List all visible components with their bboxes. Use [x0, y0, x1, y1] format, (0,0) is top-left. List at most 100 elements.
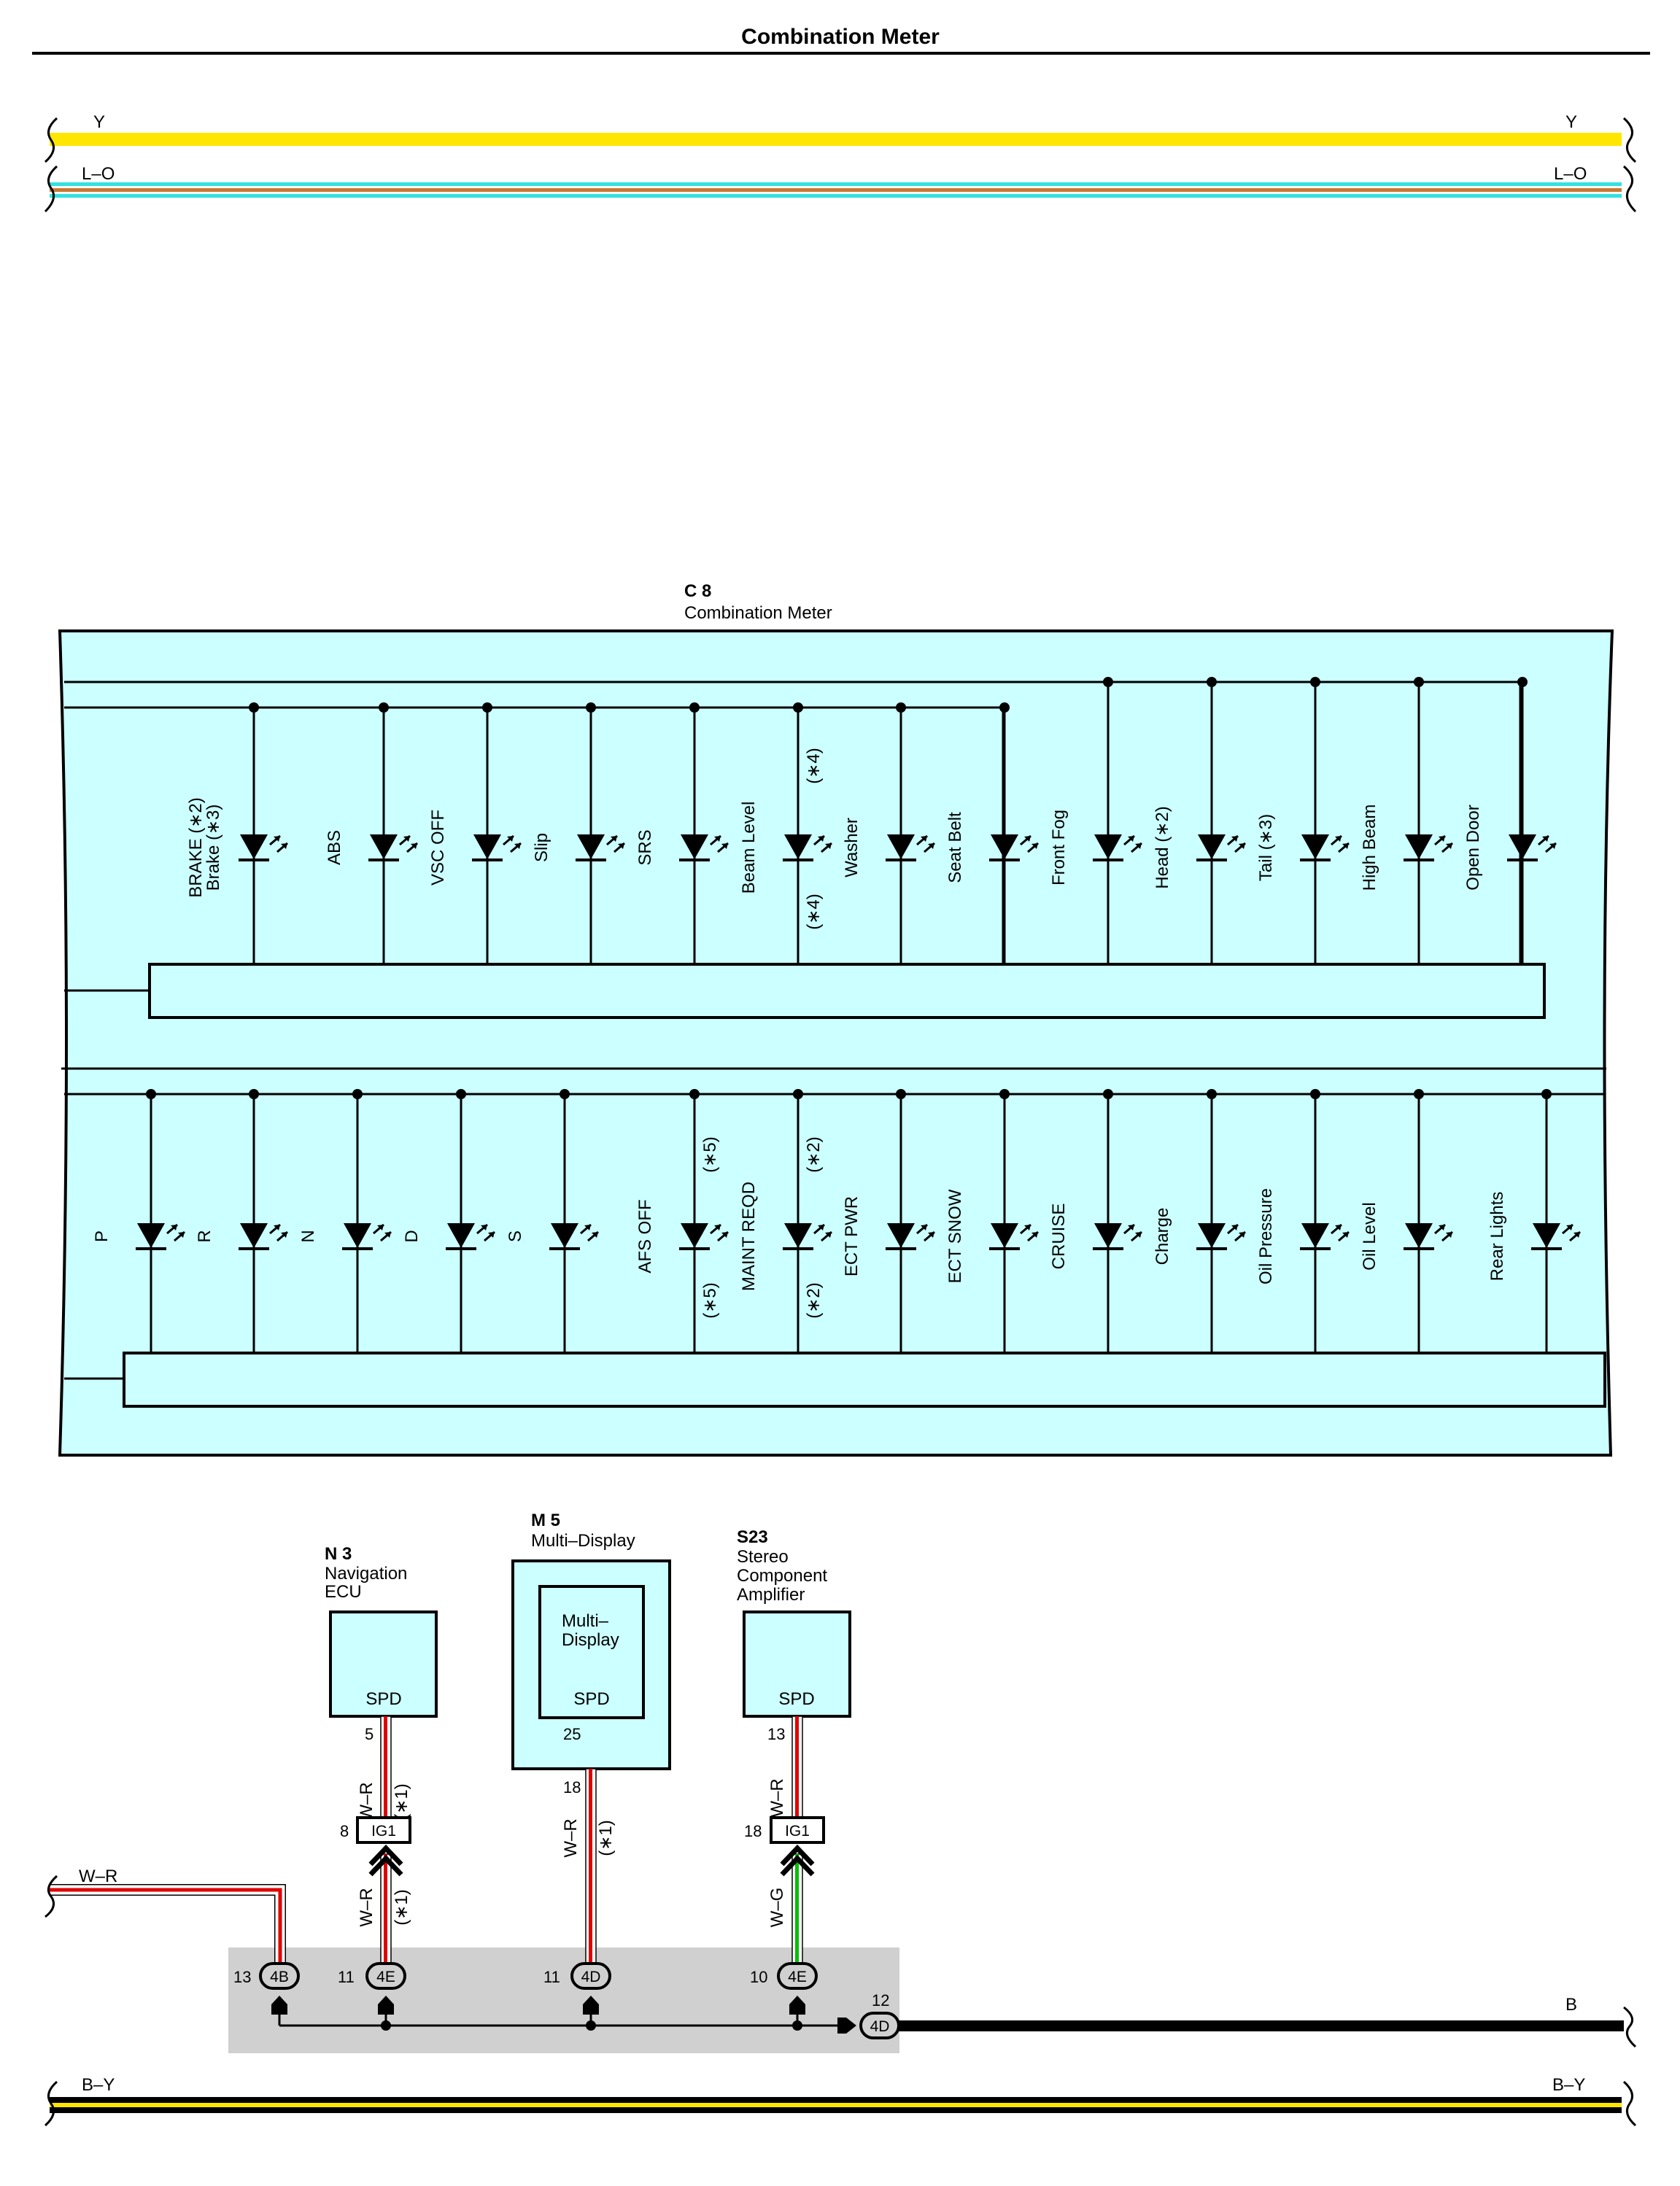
md-inner-2: Display — [562, 1630, 619, 1650]
stereo-name-3: Amplifier — [737, 1585, 805, 1605]
nav-wire-note-lower: (∗1) — [392, 1889, 411, 1925]
stereo-name-2: Component — [737, 1566, 827, 1586]
nav-pin-label: SPD — [365, 1689, 401, 1709]
indicator-label: R — [195, 1230, 214, 1242]
junction-dots — [381, 2020, 802, 2031]
md-name: Multi–Display — [531, 1531, 635, 1551]
indicator-head-2: Head (∗2) — [1153, 677, 1246, 964]
indicator-srs: SRS — [635, 702, 729, 964]
light-emission-icon — [813, 834, 832, 853]
light-emission-icon — [916, 1223, 935, 1242]
indicator-d: D — [402, 1089, 495, 1353]
junction-4b-13: 4B 13 — [233, 1962, 300, 2015]
indicator-r: R — [195, 1089, 288, 1353]
meter-panel — [58, 629, 1614, 1457]
indicator-ect-snow: ECT SNOW — [945, 1089, 1039, 1353]
indicator-note: (∗2) — [804, 1282, 824, 1318]
md-inner-1: Multi– — [562, 1611, 609, 1631]
indicator-label: Slip — [532, 833, 551, 862]
row2-wiring — [64, 1093, 1605, 1380]
indicator-note: (∗5) — [700, 1136, 720, 1172]
indicator-abs: ABS — [325, 702, 418, 964]
indicator-n: N — [298, 1089, 392, 1353]
svg-text:10: 10 — [750, 1968, 767, 1986]
indicator-afs-off: AFS OFF (∗5) (∗5) — [635, 1089, 729, 1353]
ig1-connector-right: IG1 18 — [744, 1816, 825, 1877]
indicator-label: Seat Belt — [945, 812, 965, 883]
row1-indicators: BRAKE (∗2)Brake (∗3) ABS VSC OFF Slip SRS Bea… — [186, 677, 1557, 964]
junction-4d-11: 4D 11 — [543, 1962, 611, 2015]
wire-label-by-left: B–Y — [82, 2075, 115, 2095]
indicator-seat-belt: Seat Belt — [945, 702, 1039, 964]
indicator-tail-3: Tail (∗3) — [1256, 677, 1350, 964]
light-emission-icon — [373, 1223, 392, 1242]
ig1-connector-left: IG1 8 — [340, 1816, 411, 1877]
light-emission-icon — [269, 1223, 288, 1242]
indicator-label: ECT SNOW — [945, 1189, 965, 1283]
indicator-label: Front Fog — [1049, 810, 1069, 885]
light-emission-icon — [813, 1223, 832, 1242]
wire-label-y-right: Y — [1565, 112, 1577, 132]
svg-text:4D: 4D — [581, 1969, 601, 1985]
wire-label-lo-right: L–O — [1554, 164, 1587, 184]
indicator-label: Open Door — [1463, 805, 1483, 890]
indicator-slip: Slip — [532, 702, 625, 964]
junction-connectors: 4B 13 4E 11 4D 11 4E 10 4D 12 — [233, 1962, 900, 2039]
svg-text:4E: 4E — [376, 1969, 395, 1985]
svg-text:4D: 4D — [870, 2018, 890, 2035]
light-emission-icon — [1434, 1223, 1453, 1242]
light-emission-icon — [1434, 834, 1453, 853]
indicator-label: Tail (∗3) — [1256, 814, 1276, 881]
indicator-label: AFS OFF — [635, 1199, 655, 1273]
indicator-oil-level: Oil Level — [1360, 1089, 1453, 1353]
light-emission-icon — [503, 834, 522, 853]
svg-text:8: 8 — [340, 1822, 349, 1840]
light-emission-icon — [399, 834, 418, 853]
md-pin-number: 25 — [563, 1725, 581, 1743]
svg-text:4E: 4E — [788, 1969, 807, 1985]
ground-wire-b — [899, 2020, 1624, 2031]
indicator-label: VSC OFF — [428, 810, 448, 885]
wire-break-right — [1622, 117, 1637, 163]
light-emission-icon — [476, 1223, 495, 1242]
nav-wire-note-upper: (∗1) — [392, 1783, 411, 1819]
svg-text:IG1: IG1 — [785, 1823, 810, 1840]
indicator-vsc-off: VSC OFF — [428, 702, 522, 964]
stereo-code: S23 — [737, 1527, 768, 1547]
md-wire-label: W–R — [561, 1818, 581, 1857]
indicator-label: ABS — [325, 830, 344, 865]
wire-label-by-right: B–Y — [1552, 2075, 1585, 2095]
light-emission-icon — [269, 834, 288, 853]
svg-text:11: 11 — [543, 1968, 560, 1986]
light-emission-icon — [1538, 834, 1557, 853]
indicator-label: Head (∗2) — [1153, 806, 1172, 888]
nav-name-1: Navigation — [325, 1564, 407, 1584]
stereo-name-1: Stereo — [737, 1547, 789, 1567]
stereo-wire-label-lower: W–G — [767, 1888, 787, 1928]
indicator-note: (∗5) — [700, 1282, 720, 1318]
indicator-beam-level: Beam Level(∗4)(∗4) — [739, 702, 832, 964]
navigation-ecu: N 3 Navigation ECU SPD 5 — [325, 1544, 438, 1743]
md-code: M 5 — [531, 1511, 560, 1530]
indicator-label: Brake (∗3) — [204, 805, 223, 891]
indicator-note: (∗2) — [804, 1136, 824, 1172]
indicator-p: P — [92, 1089, 185, 1353]
indicator-open-door: Open Door — [1463, 677, 1557, 964]
indicator-label: SRS — [635, 829, 655, 865]
indicator-s: S — [506, 1089, 599, 1353]
indicator-label: Beam Level — [739, 802, 759, 894]
junction-4e-10: 4E 10 — [750, 1962, 818, 2015]
nav-name-2: ECU — [325, 1582, 362, 1602]
indicator-label: Oil Pressure — [1256, 1188, 1276, 1284]
row1-common-bar — [148, 963, 1546, 1019]
indicator-oil-pressure: Oil Pressure — [1256, 1089, 1350, 1353]
indicator-label: CRUISE — [1049, 1204, 1069, 1270]
svg-text:13: 13 — [233, 1968, 251, 1986]
indicator-label: S — [506, 1230, 525, 1242]
indicator-rear-lights: Rear Lights — [1487, 1089, 1581, 1353]
light-emission-icon — [1020, 1223, 1039, 1242]
stereo-amplifier: S23 Stereo Component Amplifier SPD 13 — [737, 1527, 851, 1743]
indicator-label: BRAKE (∗2) — [186, 797, 206, 897]
junction-4e-11: 4E 11 — [338, 1962, 406, 2015]
